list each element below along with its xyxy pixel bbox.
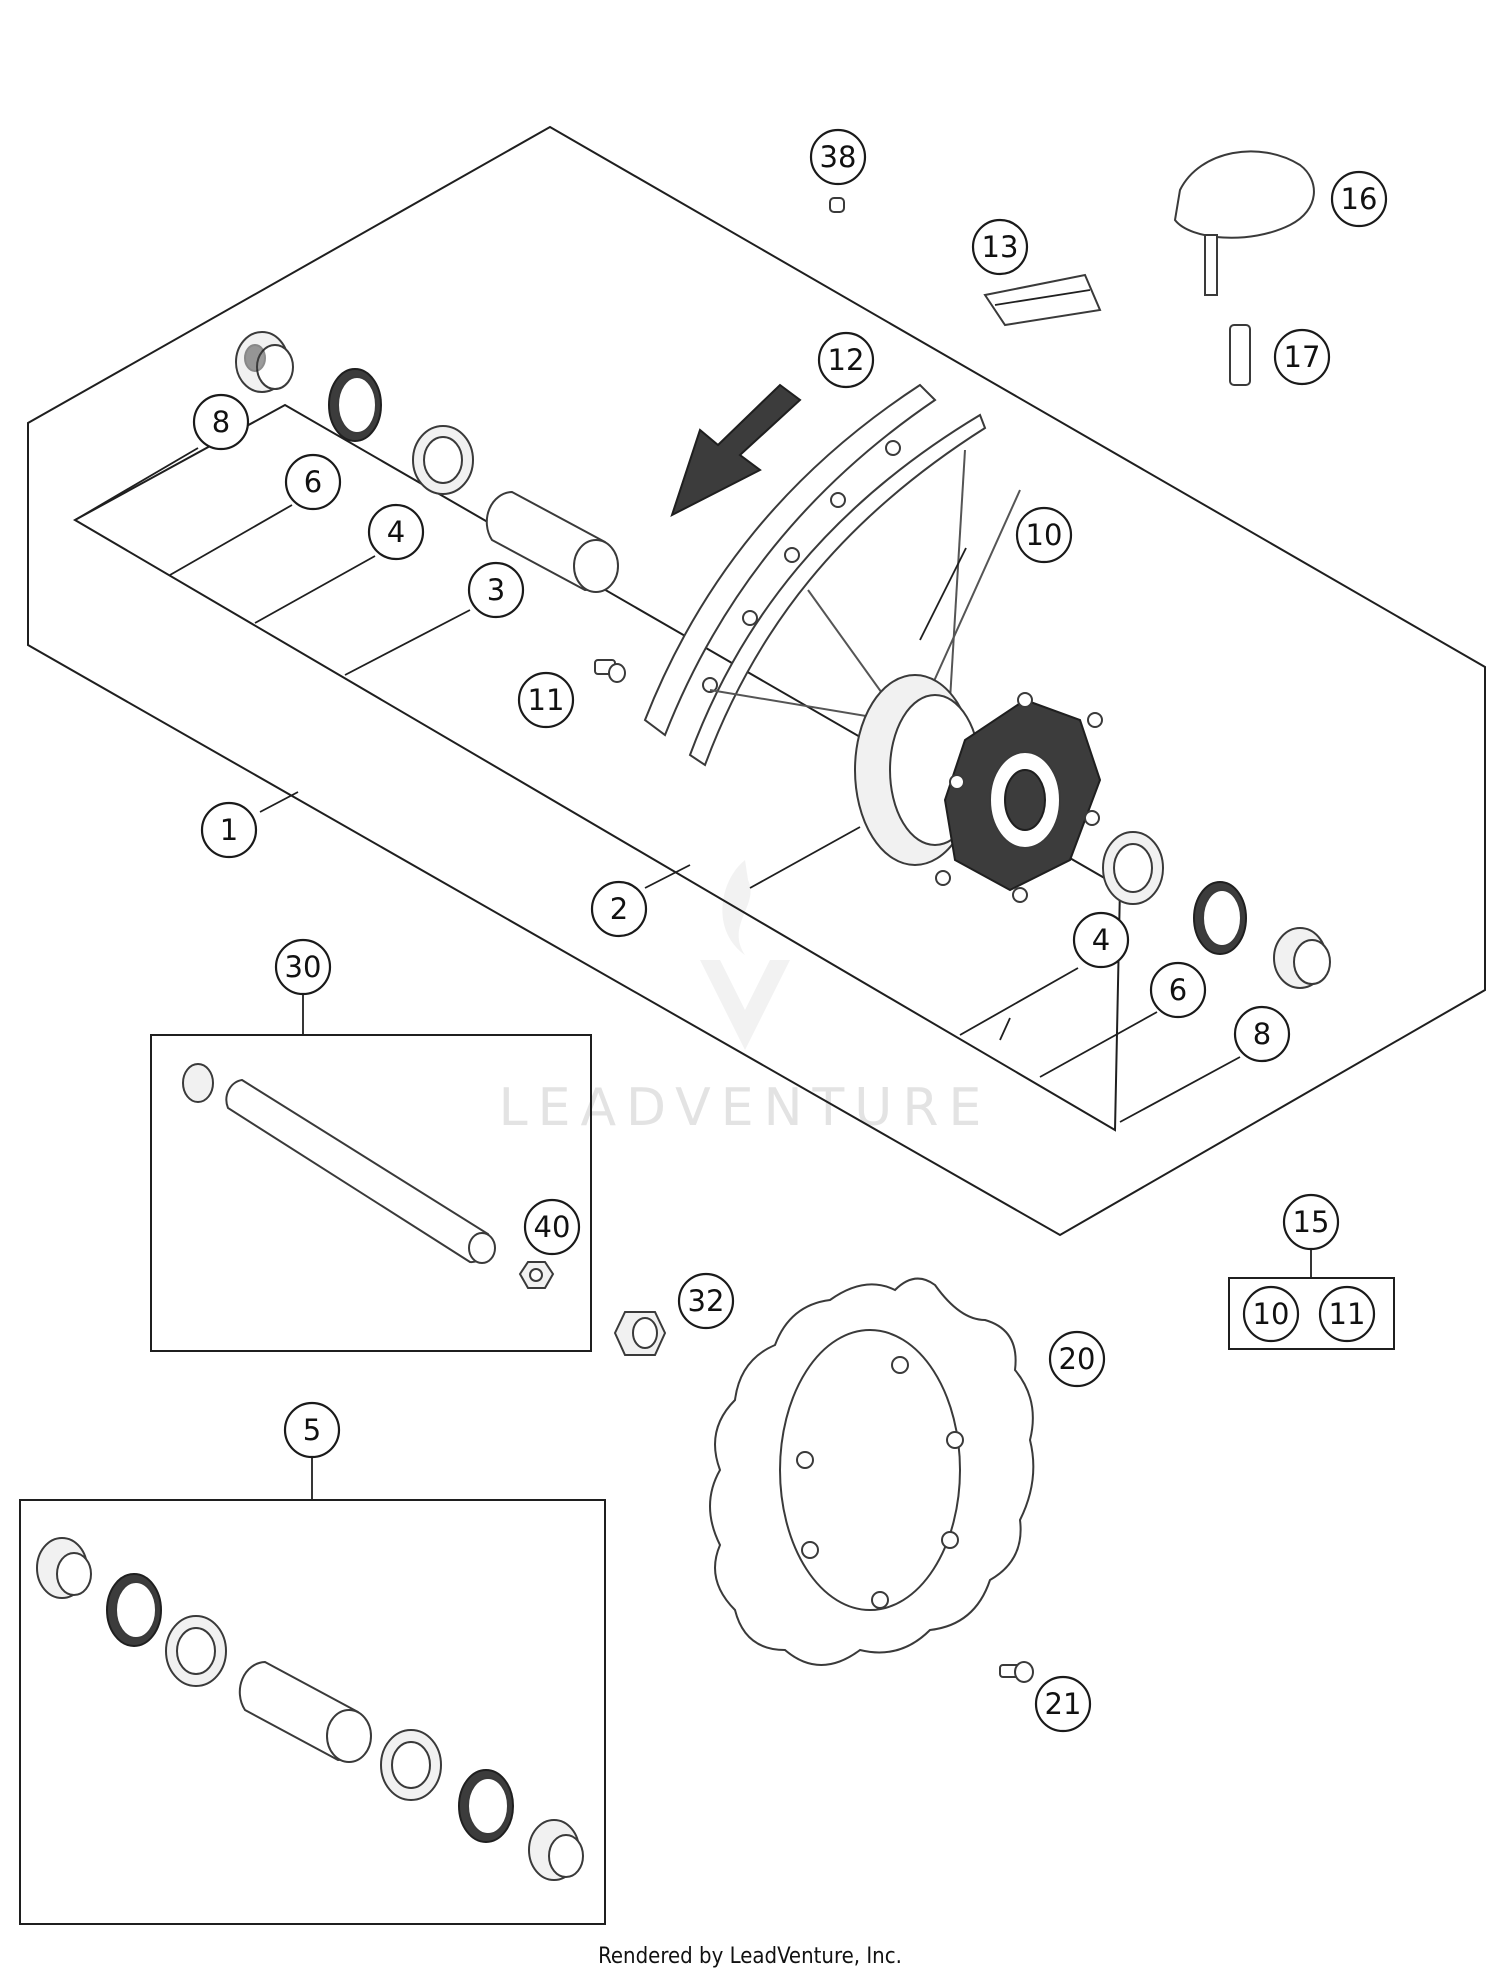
bearing-kit-part-5-parts [36, 1537, 584, 1881]
valve-part-17 [1229, 324, 1251, 386]
callout-17[interactable]: 17 [1273, 328, 1331, 386]
svg-text:30: 30 [285, 950, 322, 984]
valve-cap-part-38 [829, 197, 845, 213]
svg-text:4: 4 [387, 515, 405, 549]
svg-text:5: 5 [303, 1413, 321, 1447]
svg-text:20: 20 [1059, 1342, 1096, 1376]
callout-8-right[interactable]: 8 [1233, 1005, 1291, 1063]
callout-15-item-11[interactable]: 11 [1318, 1285, 1376, 1343]
callout-4-top[interactable]: 4 [367, 503, 425, 561]
tube-part-16 [1173, 150, 1315, 296]
svg-text:40: 40 [534, 1210, 571, 1244]
svg-text:12: 12 [828, 343, 865, 377]
brake-disc-part-20 [709, 1277, 1035, 1666]
svg-text:15: 15 [1293, 1205, 1330, 1239]
callout-11[interactable]: 11 [517, 671, 575, 729]
callout-leaders [919, 547, 1011, 1041]
callout-38[interactable]: 38 [809, 128, 867, 186]
seal-part-8-top [235, 331, 294, 393]
callout-6-right[interactable]: 6 [1149, 961, 1207, 1019]
callout-12[interactable]: 12 [817, 331, 875, 389]
callout-32[interactable]: 32 [677, 1272, 735, 1330]
svg-text:8: 8 [212, 405, 230, 439]
svg-text:2: 2 [610, 892, 628, 926]
callout-4-right[interactable]: 4 [1072, 911, 1130, 969]
svg-text:17: 17 [1284, 340, 1321, 374]
bearing-part-6-right [1193, 881, 1247, 955]
callout-8-top[interactable]: 8 [192, 393, 250, 451]
svg-text:3: 3 [487, 573, 505, 607]
leadventure-logo-icon [700, 860, 790, 1050]
svg-text:1: 1 [220, 813, 238, 847]
bearing-part-4-top [412, 425, 474, 495]
callout-16[interactable]: 16 [1330, 170, 1388, 228]
svg-text:4: 4 [1092, 923, 1110, 957]
svg-text:38: 38 [820, 140, 857, 174]
callout-1[interactable]: 1 [200, 801, 258, 859]
svg-text:13: 13 [982, 230, 1019, 264]
svg-text:11: 11 [1329, 1297, 1366, 1331]
svg-text:21: 21 [1045, 1687, 1082, 1721]
footer-credit: Rendered by LeadVenture, Inc. [598, 1944, 902, 1969]
svg-text:32: 32 [688, 1284, 725, 1318]
svg-text:6: 6 [1169, 973, 1187, 1007]
nipple-part-11 [594, 659, 626, 683]
callout-10[interactable]: 10 [1015, 506, 1073, 564]
wheel-kit-outline [27, 125, 1486, 1237]
bearing-part-6-top [328, 368, 382, 442]
callout-20[interactable]: 20 [1048, 1330, 1106, 1388]
callout-40[interactable]: 40 [523, 1198, 581, 1256]
seal-part-8-right [1273, 927, 1331, 989]
rim [643, 383, 987, 767]
callout-2[interactable]: 2 [590, 880, 648, 938]
svg-text:8: 8 [1253, 1017, 1271, 1051]
callout-15[interactable]: 15 [1282, 1193, 1340, 1251]
callout-21[interactable]: 21 [1034, 1675, 1092, 1733]
nut-part-32 [613, 1311, 667, 1356]
bearing-part-4-right [1102, 831, 1164, 905]
kit-leaders-left [74, 447, 1241, 1123]
direction-arrow-icon [670, 383, 802, 517]
rim-tape-part-13 [983, 273, 1102, 327]
screw-part-21 [999, 1661, 1034, 1683]
axle-part-30 [182, 1063, 496, 1264]
callout-5[interactable]: 5 [283, 1401, 341, 1459]
watermark-text: LEADVENTURE [499, 1078, 992, 1138]
callout-15-item-10[interactable]: 10 [1242, 1285, 1300, 1343]
svg-text:10: 10 [1026, 518, 1063, 552]
callout-3[interactable]: 3 [467, 561, 525, 619]
callout-30[interactable]: 30 [274, 938, 332, 996]
nut-part-40 [518, 1261, 555, 1289]
callout-13[interactable]: 13 [971, 218, 1029, 276]
axle-kit-box [150, 1034, 592, 1352]
spacer-part-3 [485, 490, 619, 593]
callout-6-top[interactable]: 6 [284, 453, 342, 511]
svg-text:6: 6 [304, 465, 322, 499]
spokes-part-10 [709, 449, 1021, 761]
svg-text:10: 10 [1253, 1297, 1290, 1331]
svg-text:11: 11 [528, 683, 565, 717]
svg-text:16: 16 [1341, 182, 1378, 216]
hub-part-2 [854, 674, 1103, 903]
